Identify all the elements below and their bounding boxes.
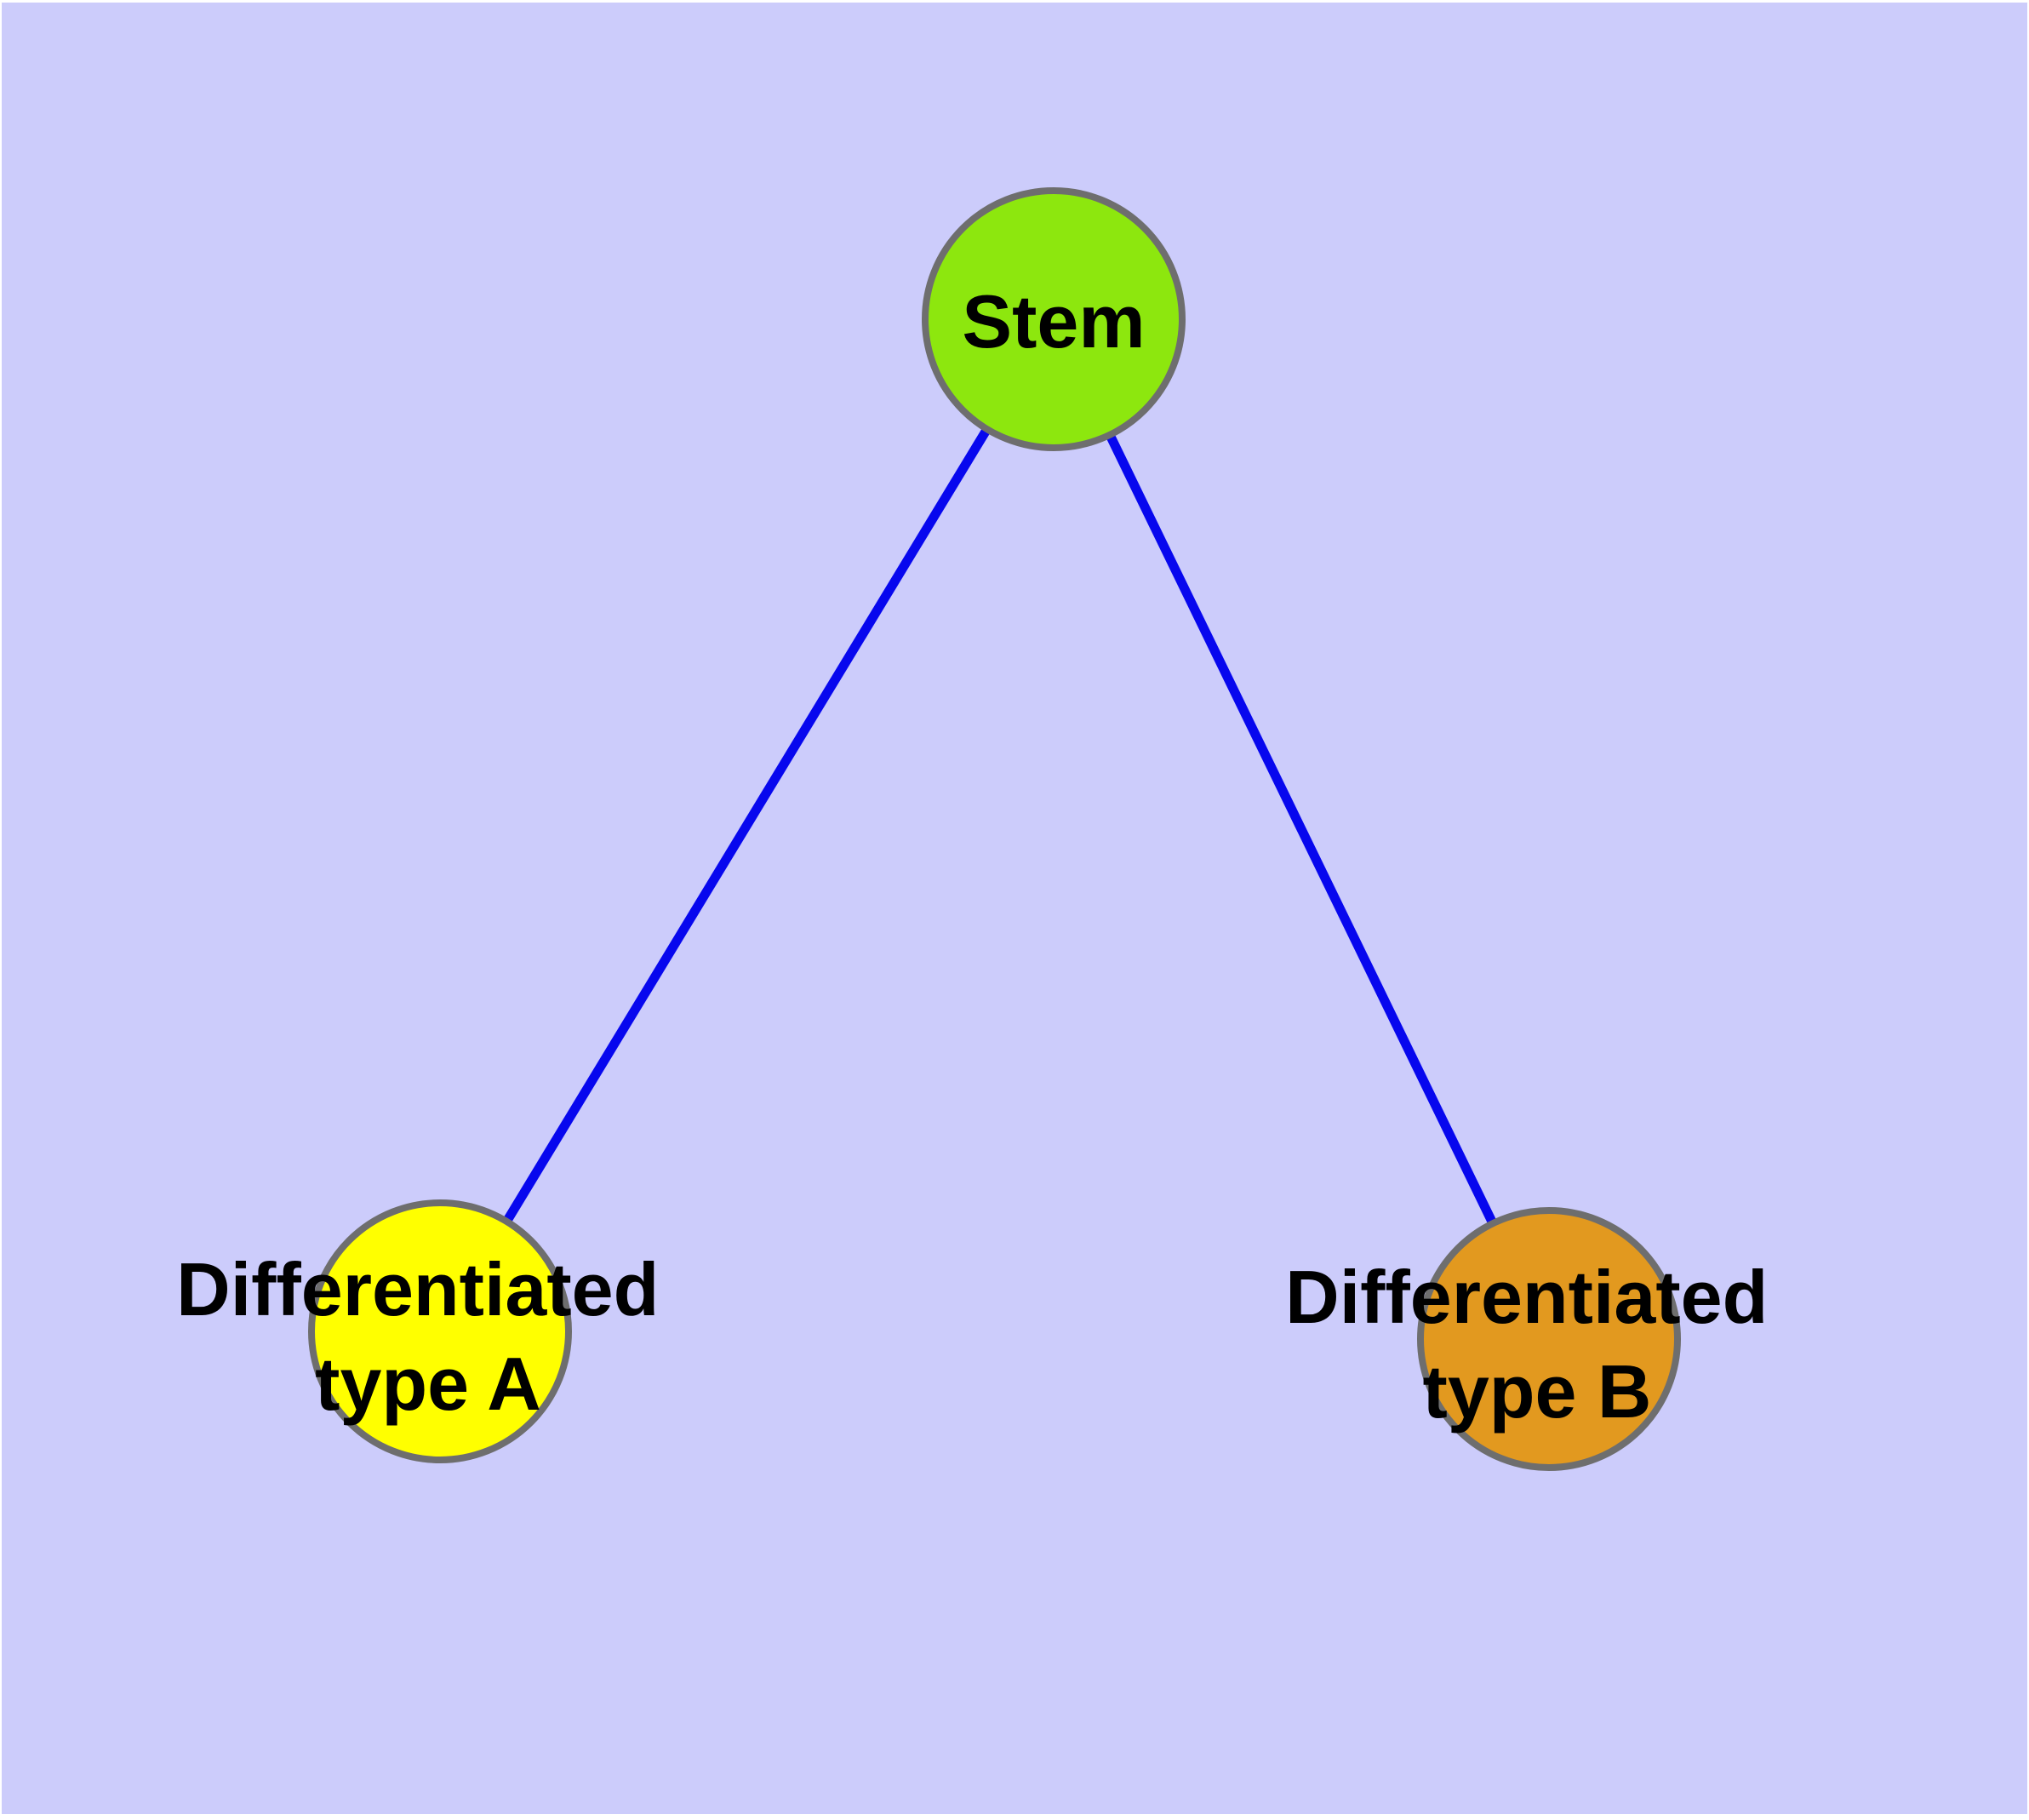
edge-stem-to-type-b	[1049, 317, 1553, 1342]
node-stem-circle[interactable]	[922, 187, 1186, 451]
node-type-a-label-line1: Differentiated	[176, 1247, 659, 1331]
node-type-b-label: Differentiated type B	[1285, 1255, 1789, 1434]
node-stem-label: Stem	[962, 279, 1145, 363]
node-type-a-label-line2: type A	[315, 1342, 541, 1426]
node-type-a-circle[interactable]	[308, 1199, 572, 1463]
edge-stem-to-type-a	[436, 317, 1058, 1334]
node-type-b-label-line1: Differentiated	[1285, 1255, 1768, 1339]
node-type-a-label: Differentiated type A	[176, 1247, 680, 1426]
node-differentiated-type-b[interactable]: Differentiated type B	[1285, 1207, 1789, 1471]
node-type-b-label-line2: type B	[1423, 1349, 1652, 1434]
node-differentiated-type-a[interactable]: Differentiated type A	[176, 1199, 680, 1463]
node-type-b-circle[interactable]	[1417, 1207, 1681, 1471]
node-stem[interactable]: Stem	[922, 187, 1186, 451]
